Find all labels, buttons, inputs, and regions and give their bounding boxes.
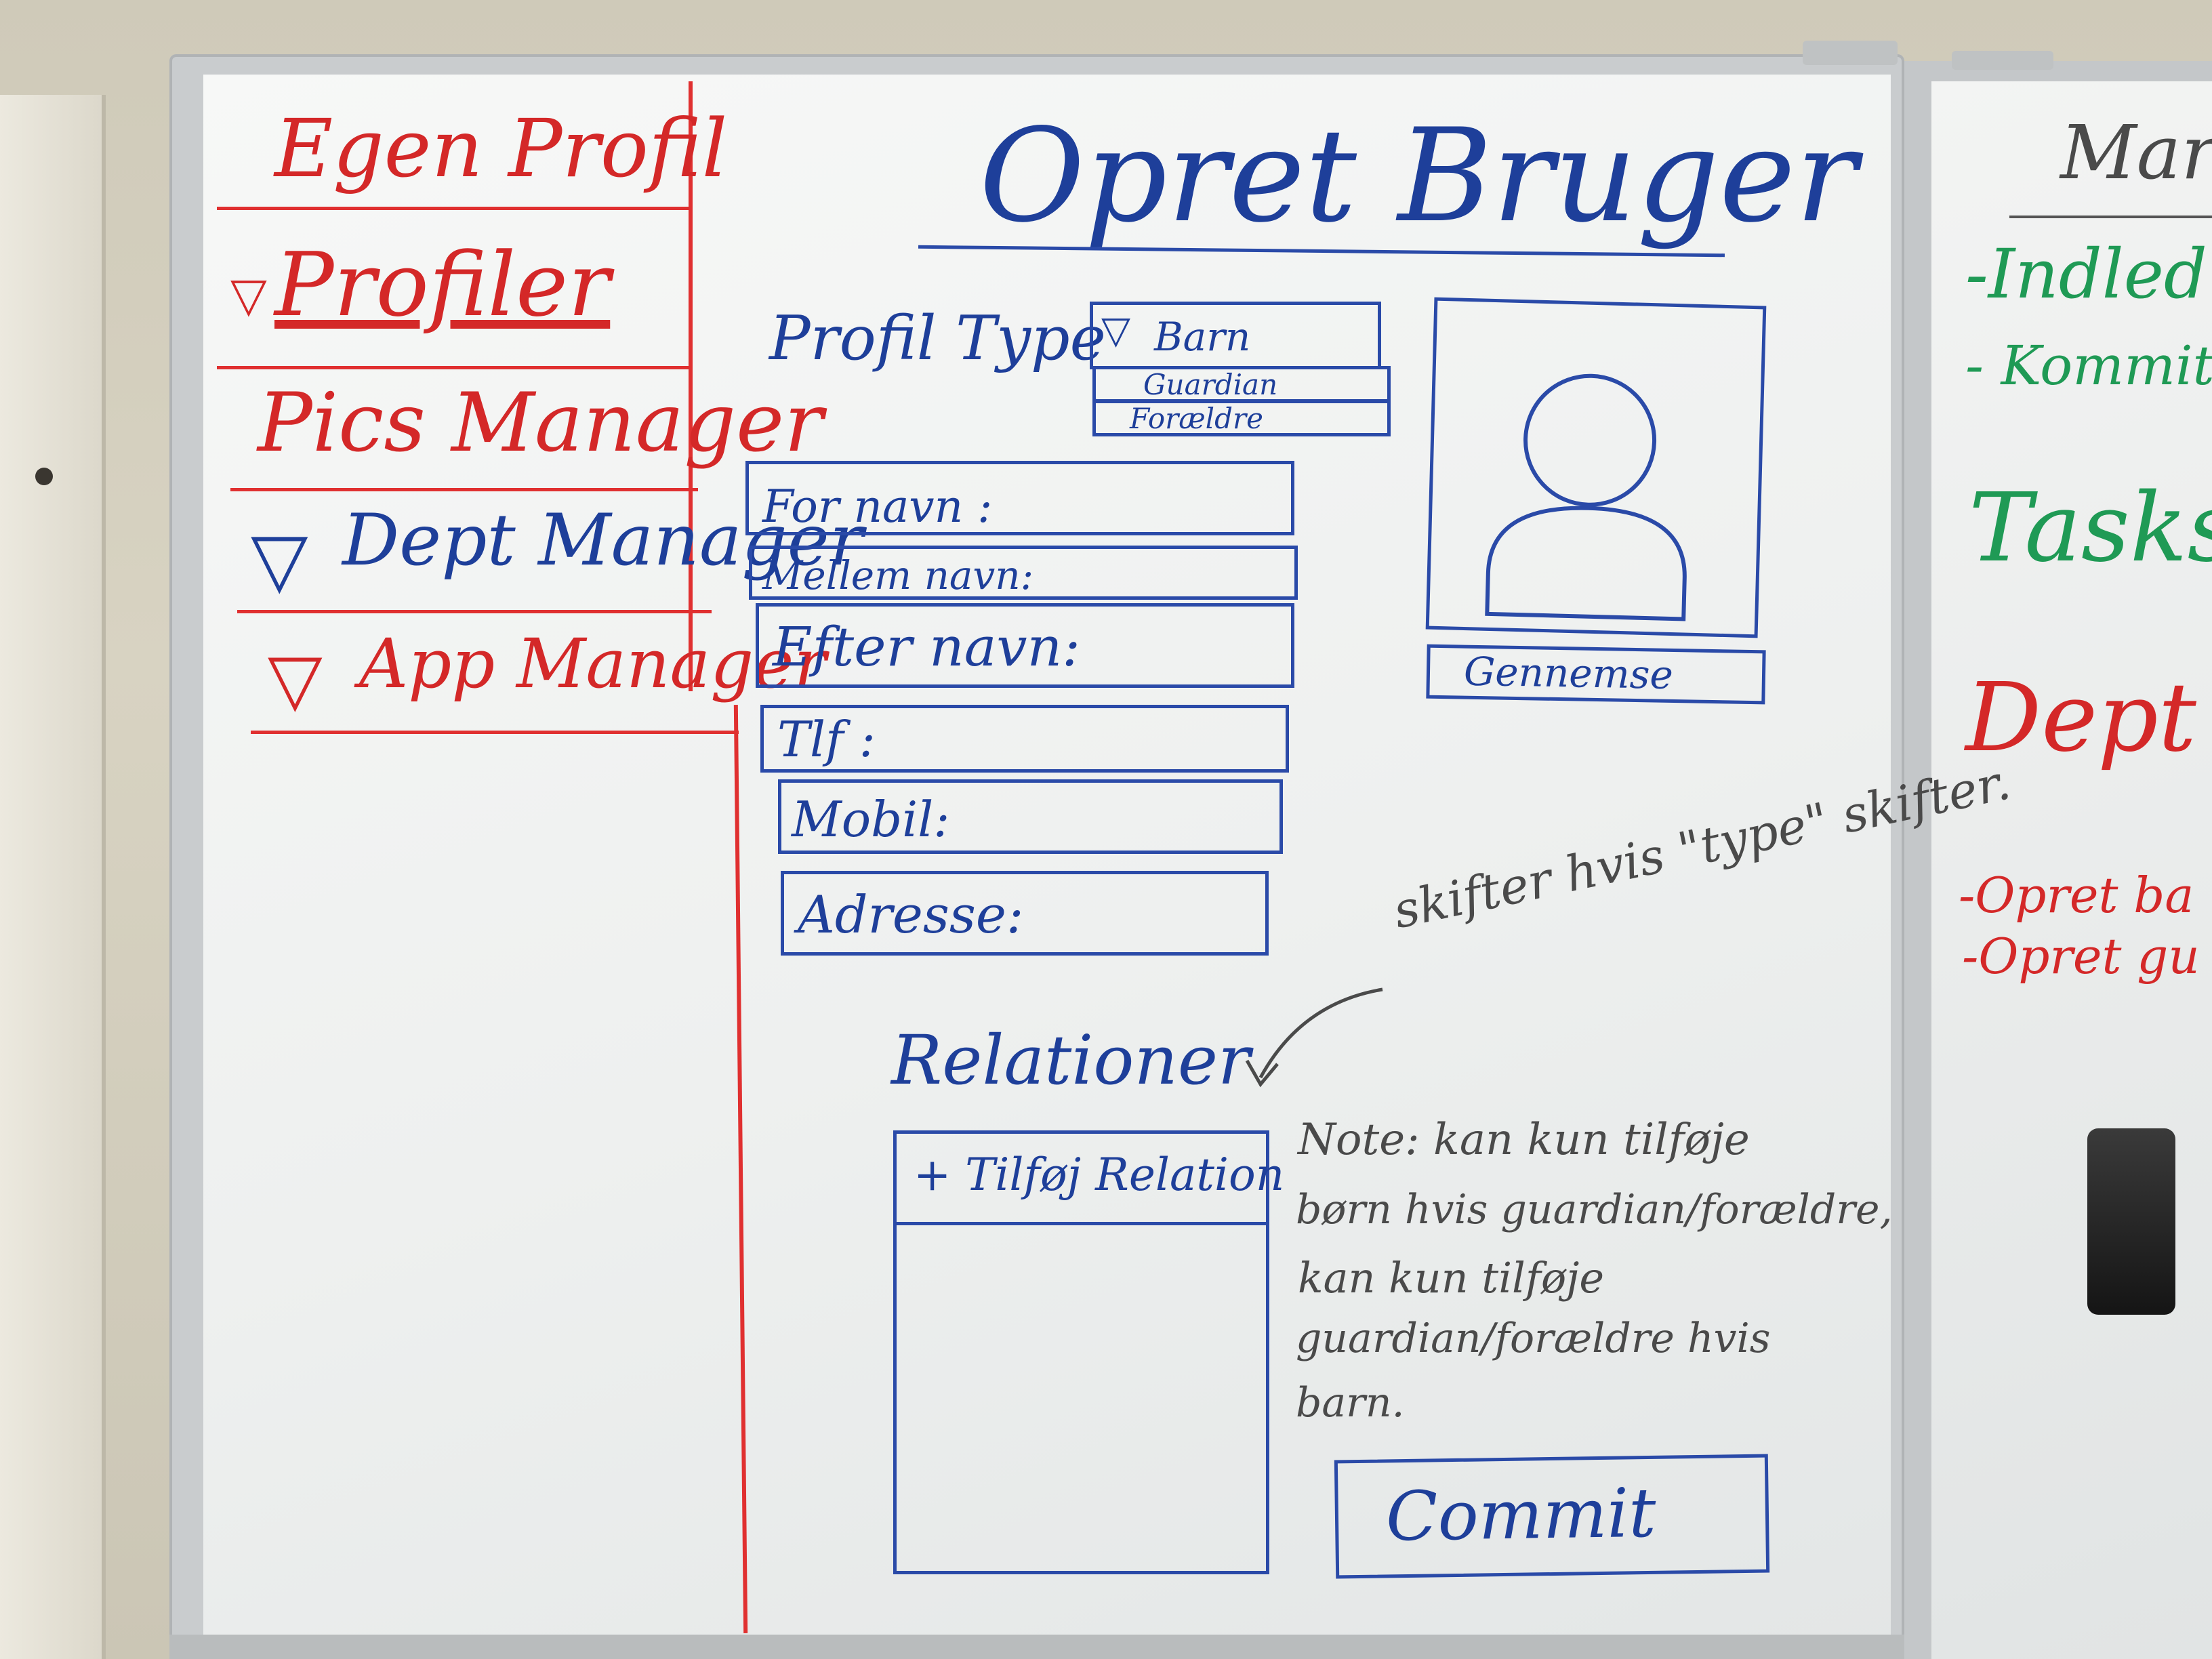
- sidebar-divider: [689, 81, 693, 691]
- mobile-field[interactable]: Mobil:: [778, 779, 1283, 854]
- arrow-icon: [1245, 987, 1383, 1088]
- sidebar-separator: [217, 207, 691, 210]
- chevron-down-icon[interactable]: ▽: [268, 638, 323, 720]
- first-name-field[interactable]: For navn :: [745, 461, 1294, 535]
- commit-button[interactable]: Commit: [1334, 1454, 1770, 1579]
- note-line: guardian/forældre hvis: [1296, 1315, 1771, 1362]
- dropdown-option-label: Forældre: [1130, 402, 1263, 435]
- dept-heading: Dept: [1965, 663, 2196, 773]
- dropdown-selected-value: Barn: [1154, 314, 1251, 360]
- field-label: For navn :: [762, 480, 993, 533]
- note-line: barn.: [1296, 1379, 1405, 1427]
- tasks-heading: Tasks: [1969, 473, 2212, 583]
- header-underline: [2009, 216, 2212, 218]
- sidebar-separator: [237, 610, 712, 613]
- add-relation-button[interactable]: + Tilføj Relation: [914, 1149, 1285, 1201]
- note-line: kan kun tilføje: [1298, 1253, 1605, 1303]
- sidebar-item-dept-manager[interactable]: Dept Manager: [342, 499, 863, 581]
- dropdown-option[interactable]: Forældre: [1092, 400, 1391, 436]
- chevron-down-icon[interactable]: ▽: [251, 516, 308, 602]
- second-whiteboard: [1931, 81, 2212, 1659]
- address-field[interactable]: Adresse:: [781, 871, 1269, 956]
- whiteboard: [203, 75, 1891, 1654]
- list-header-divider: [897, 1222, 1266, 1225]
- browse-button-label: Gennemse: [1463, 648, 1674, 698]
- field-label: Adresse:: [798, 884, 1024, 945]
- chevron-down-icon[interactable]: ▽: [230, 267, 267, 323]
- sidebar-separator: [217, 366, 691, 369]
- sidebar-separator: [251, 731, 739, 734]
- board-clip: [1803, 41, 1898, 65]
- sidebar-item-egen-profil[interactable]: Egen Profil: [274, 102, 728, 195]
- marker-tray: [169, 1635, 1904, 1659]
- field-label: Mellem navn:: [762, 552, 1034, 598]
- red-task-item: -Opret ba: [1959, 867, 2194, 924]
- relations-title: Relationer: [891, 1021, 1250, 1100]
- relations-list[interactable]: + Tilføj Relation: [893, 1130, 1284, 1574]
- phone-field[interactable]: Tlf :: [760, 705, 1289, 773]
- red-task-item: -Opret gu: [1962, 928, 2200, 985]
- profile-type-dropdown[interactable]: ▽ Barn: [1090, 302, 1381, 369]
- field-label: Efter navn:: [773, 615, 1081, 678]
- dropdown-option[interactable]: Guardian: [1092, 366, 1391, 403]
- sidebar-item-app-manager[interactable]: App Manager: [359, 624, 827, 703]
- sidebar-separator: [230, 488, 698, 491]
- dropdown-triangle-icon: ▽: [1101, 308, 1131, 352]
- green-task-item: - Kommit: [1965, 334, 2212, 397]
- profile-picture-box: [1425, 297, 1767, 638]
- dropdown-option-label: Guardian: [1143, 368, 1278, 401]
- profile-type-label: Profil Type: [769, 303, 1106, 374]
- sidebar-item-profiler[interactable]: Profiler: [274, 233, 611, 336]
- note-line: børn hvis guardian/forældre,: [1296, 1186, 1893, 1233]
- board-clip: [1952, 51, 2053, 70]
- note-line: Note: kan kun tilføje: [1298, 1115, 1750, 1165]
- avatar-placeholder-icon: [1485, 373, 1687, 621]
- green-task-item: -Indled: [1965, 234, 2207, 314]
- page-title: Opret Bruger: [979, 101, 1858, 251]
- door: [0, 95, 106, 1659]
- right-board-header: Mark: [2060, 109, 2212, 196]
- field-label: Mobil:: [792, 791, 950, 848]
- door-knob: [35, 468, 53, 485]
- commit-button-label: Commit: [1385, 1473, 1657, 1557]
- browse-button[interactable]: Gennemse: [1426, 644, 1766, 705]
- middle-name-field[interactable]: Mellem navn:: [749, 546, 1298, 600]
- last-name-field[interactable]: Efter navn:: [756, 603, 1294, 688]
- sidebar-item-pics-manager[interactable]: Pics Manager: [258, 376, 823, 470]
- board-eraser: [2087, 1128, 2175, 1315]
- field-label: Tlf :: [777, 711, 876, 768]
